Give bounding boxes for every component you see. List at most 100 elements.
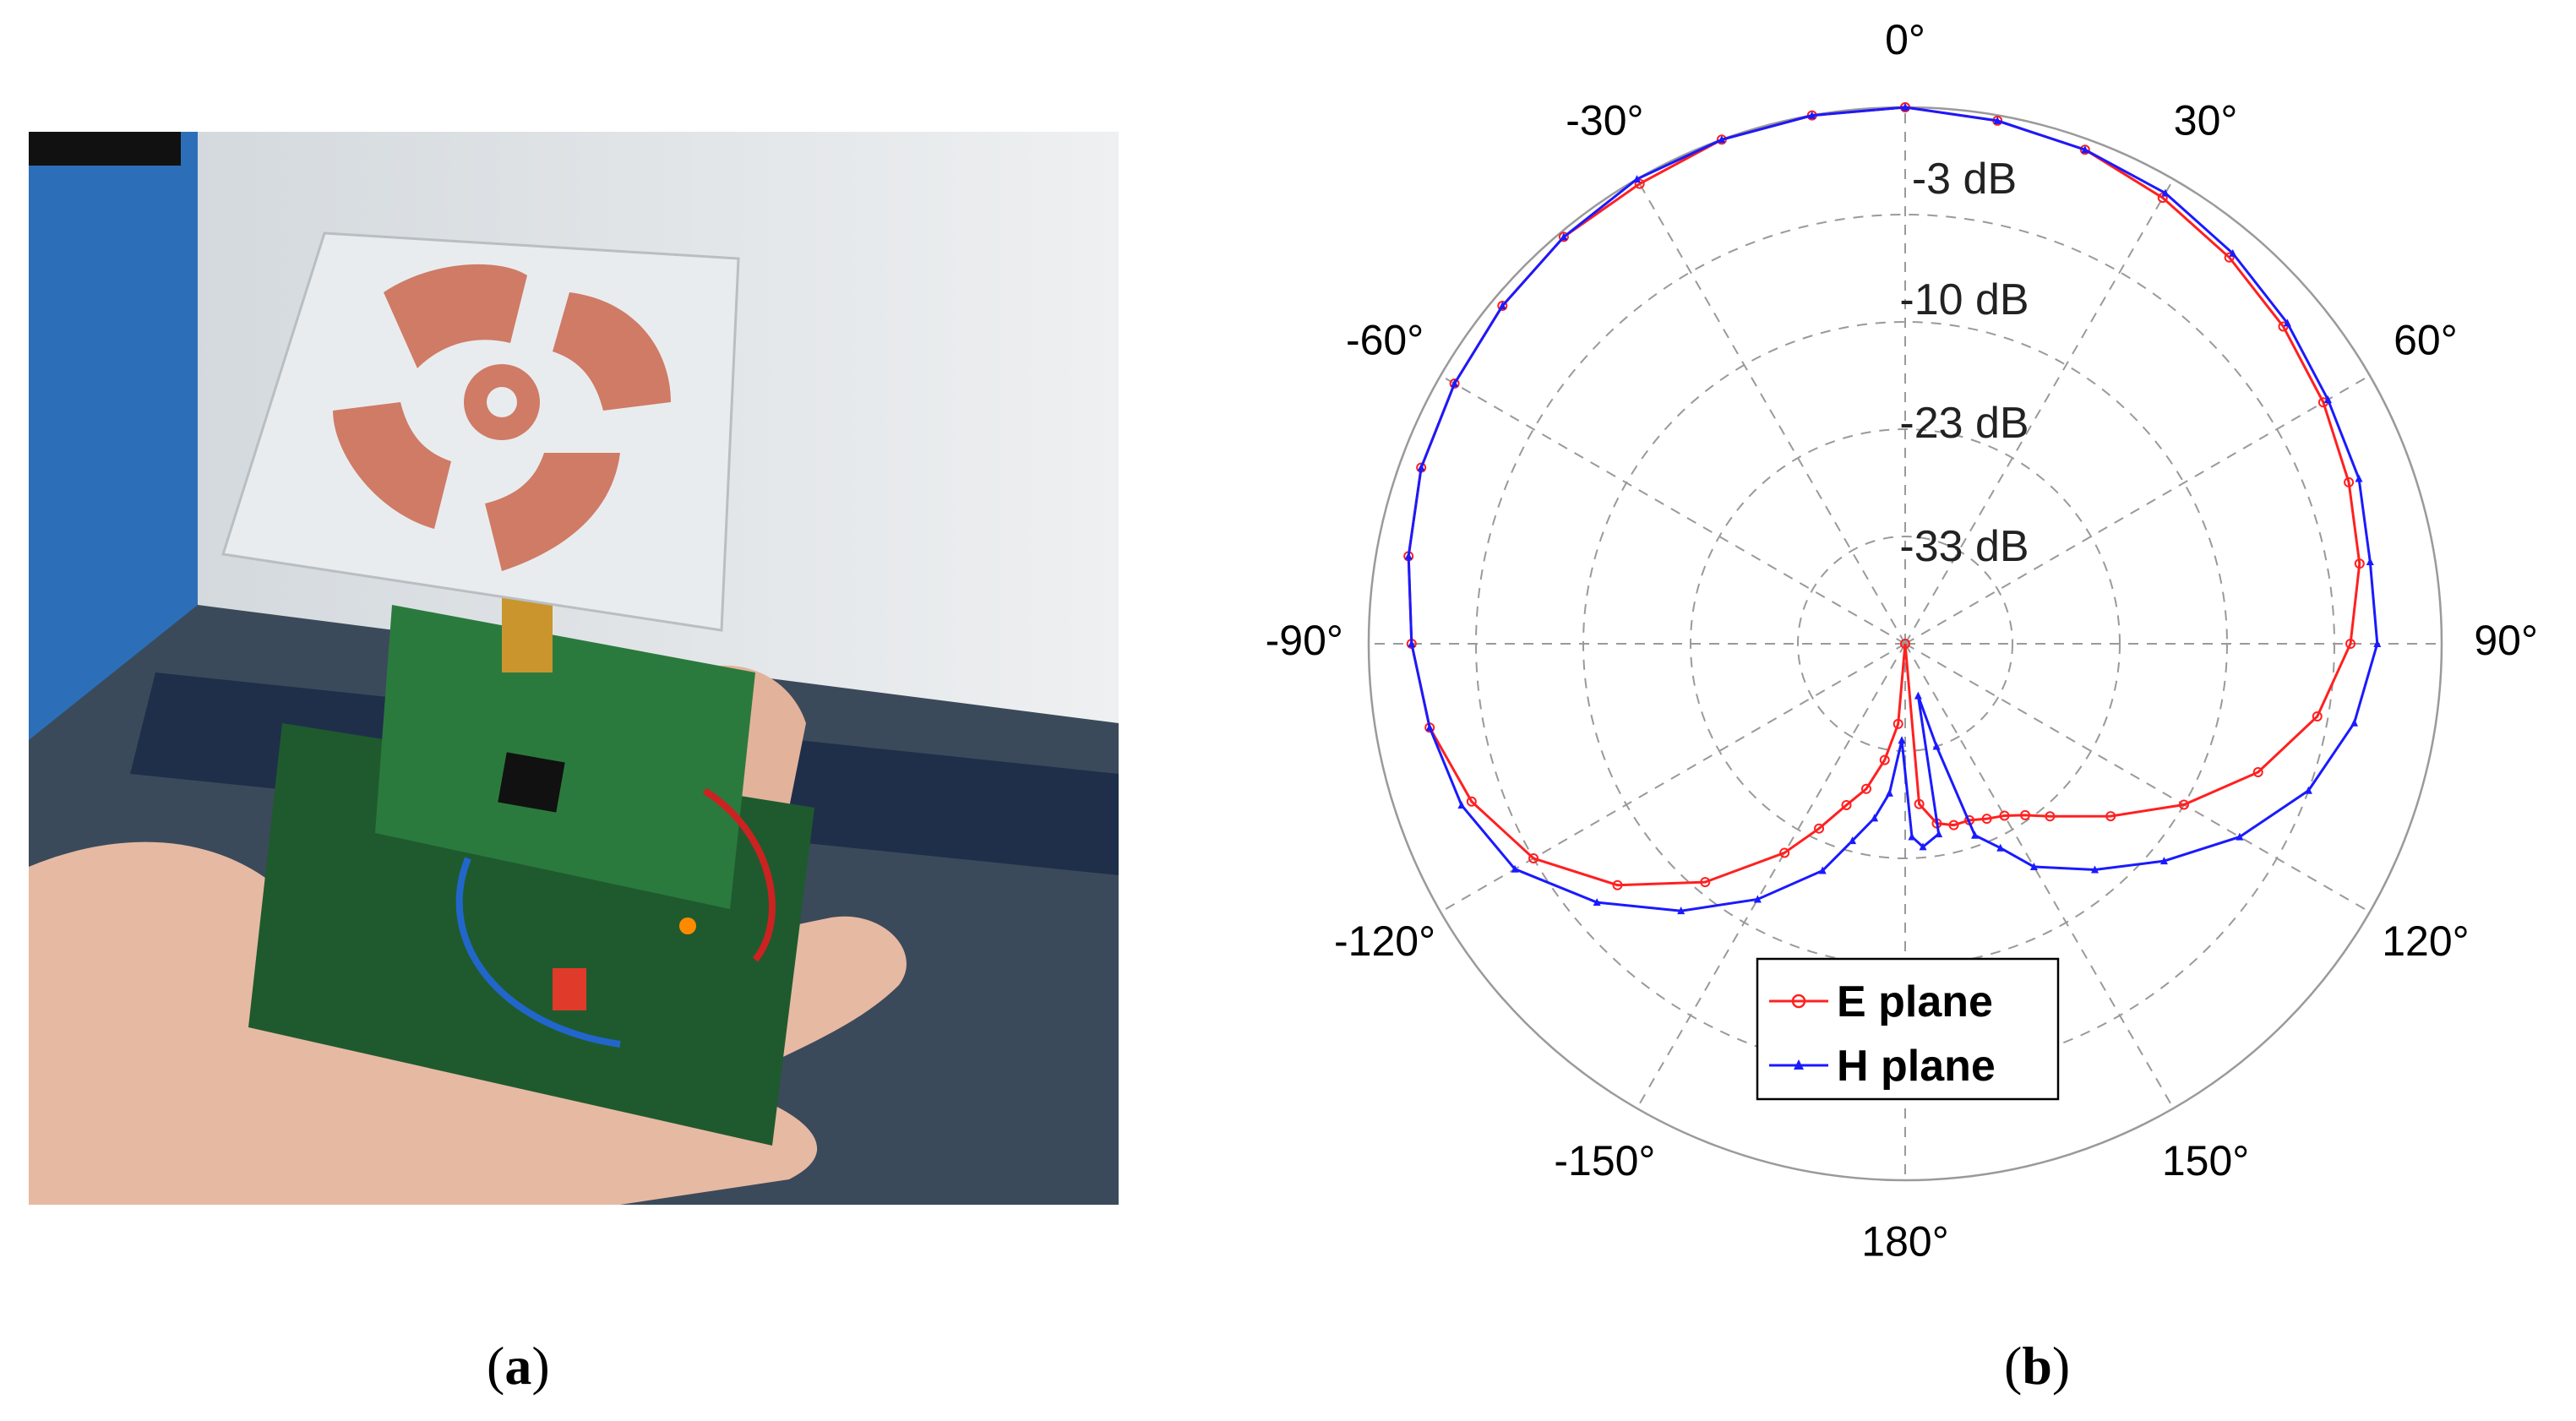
- angle-tick-labels: 0°30°60°90°120°150°180°-150°-120°-90°-60…: [1266, 16, 2538, 1265]
- e-plane-point: [1700, 877, 1711, 888]
- radial-label: -3 dB: [1912, 155, 2017, 204]
- e-plane-point: [1893, 718, 1903, 729]
- h-plane-point: [1408, 640, 1416, 647]
- h-plane-point: [2159, 857, 2168, 865]
- e-plane-point: [1612, 879, 1623, 890]
- angle-label: 30°: [2174, 96, 2238, 144]
- angle-label: -120°: [1334, 917, 1435, 965]
- e-plane-point: [2178, 799, 2189, 810]
- angle-label: 180°: [1861, 1217, 1948, 1265]
- e-plane-point: [2157, 193, 2168, 204]
- h-plane-point: [2029, 862, 2038, 870]
- e-plane-point: [2045, 811, 2056, 822]
- angle-label: 150°: [2162, 1137, 2249, 1184]
- h-plane-point: [2283, 318, 2291, 327]
- e-plane-point: [1841, 799, 1852, 810]
- series-line-e-plane: [1407, 106, 2361, 887]
- h-plane-point: [2081, 145, 2089, 154]
- e-plane-point: [2224, 252, 2235, 263]
- legend-label: H plane: [1837, 1042, 1996, 1091]
- e-plane-point: [1814, 823, 1825, 834]
- h-plane-point: [1404, 552, 1413, 560]
- e-plane-point: [1860, 783, 1871, 794]
- h-plane-point: [1498, 301, 1506, 309]
- h-plane-point: [1993, 116, 2001, 124]
- h-plane-point: [2373, 640, 2382, 647]
- caption-a: (a): [487, 1336, 550, 1396]
- h-plane-point: [1914, 691, 1922, 700]
- h-plane-point: [1901, 103, 1909, 111]
- legend-box: [1756, 957, 2060, 1101]
- h-plane-point: [1417, 463, 1425, 471]
- h-plane-point: [1908, 832, 1916, 841]
- e-plane-point: [1914, 798, 1925, 809]
- h-plane-point: [1849, 836, 1857, 845]
- e-plane-point: [1981, 814, 1992, 825]
- radial-label: -23 dB: [1899, 399, 2029, 448]
- h-plane-point: [2323, 395, 2332, 404]
- grid-spoke-300: [1440, 374, 1906, 645]
- h-plane-point: [2366, 557, 2374, 565]
- h-plane-point: [1511, 864, 1519, 873]
- radial-label: -33 dB: [1899, 522, 2029, 571]
- photo-illustration: [29, 132, 1119, 1205]
- h-plane-point: [1457, 801, 1466, 809]
- h-plane-point: [1808, 111, 1816, 119]
- polar-radiation-chart: -3 dB-10 dB-23 dB-33 dB 0°30°60°90°120°1…: [1266, 16, 2538, 1265]
- h-plane-point: [2355, 474, 2363, 482]
- h-plane-point: [1871, 814, 1879, 822]
- h-plane-point: [1677, 906, 1686, 915]
- h-plane-point: [1898, 736, 1906, 744]
- h-plane-point: [1718, 135, 1726, 144]
- angle-label: -90°: [1266, 617, 1343, 664]
- e-plane-point: [1879, 754, 1890, 765]
- grid-spoke-60: [1904, 374, 2371, 645]
- e-plane-point: [1948, 819, 1959, 830]
- e-plane-point: [2312, 711, 2323, 722]
- h-plane-point: [1996, 843, 2005, 852]
- e-plane-point: [2344, 476, 2355, 487]
- grid-spoke-240: [1440, 643, 1906, 913]
- e-plane-point: [1900, 639, 1910, 649]
- chart-legend: E plane H plane: [1756, 957, 2060, 1101]
- radial-tick-labels: -3 dB -10 dB -23 dB -33 dB: [1899, 155, 2029, 571]
- angle-label: 90°: [2474, 617, 2538, 664]
- h-plane-point: [1971, 830, 1980, 839]
- h-plane-point: [2350, 718, 2359, 727]
- grid-spoke-210: [1636, 643, 1906, 1109]
- h-plane-point: [1935, 830, 1943, 838]
- grid-spoke-120: [1904, 643, 2371, 913]
- e-plane-point: [2345, 639, 2356, 649]
- e-plane-point: [2020, 809, 2031, 820]
- radio-module: [375, 605, 755, 909]
- h-plane-point: [2161, 188, 2170, 197]
- e-plane-point: [1999, 810, 2010, 821]
- data-series: [1403, 102, 2382, 915]
- e-plane-point: [2354, 558, 2365, 569]
- grid-spoke-330: [1636, 178, 1906, 645]
- antenna-device-photo: [29, 132, 1119, 1205]
- h-plane-point: [1885, 788, 1893, 797]
- legend-label: E plane: [1837, 977, 1993, 1026]
- legend-marker-triangle: [1794, 1059, 1804, 1070]
- h-plane-point: [2090, 865, 2099, 874]
- grid-spoke-150: [1904, 643, 2175, 1109]
- h-plane-point: [2304, 786, 2312, 794]
- e-plane-point: [1528, 853, 1539, 863]
- e-plane-point: [1634, 178, 1645, 189]
- h-plane-point: [1818, 866, 1827, 874]
- angle-label: 120°: [2382, 917, 2469, 965]
- e-plane-point: [2105, 811, 2116, 822]
- angle-label: -150°: [1554, 1137, 1655, 1184]
- e-plane-point: [1558, 231, 1569, 242]
- grid-ring-1: [1797, 536, 2013, 752]
- h-plane-point: [1560, 232, 1568, 241]
- polar-grid: [1367, 106, 2443, 1182]
- h-plane-point: [1932, 742, 1941, 750]
- e-plane-point: [1497, 300, 1508, 311]
- radial-label: -10 dB: [1899, 275, 2029, 324]
- h-plane-point: [1919, 842, 1927, 851]
- h-plane-point: [2229, 248, 2237, 257]
- legend-marker-circle: [1791, 994, 1806, 1009]
- grid-spoke-30: [1904, 178, 2175, 645]
